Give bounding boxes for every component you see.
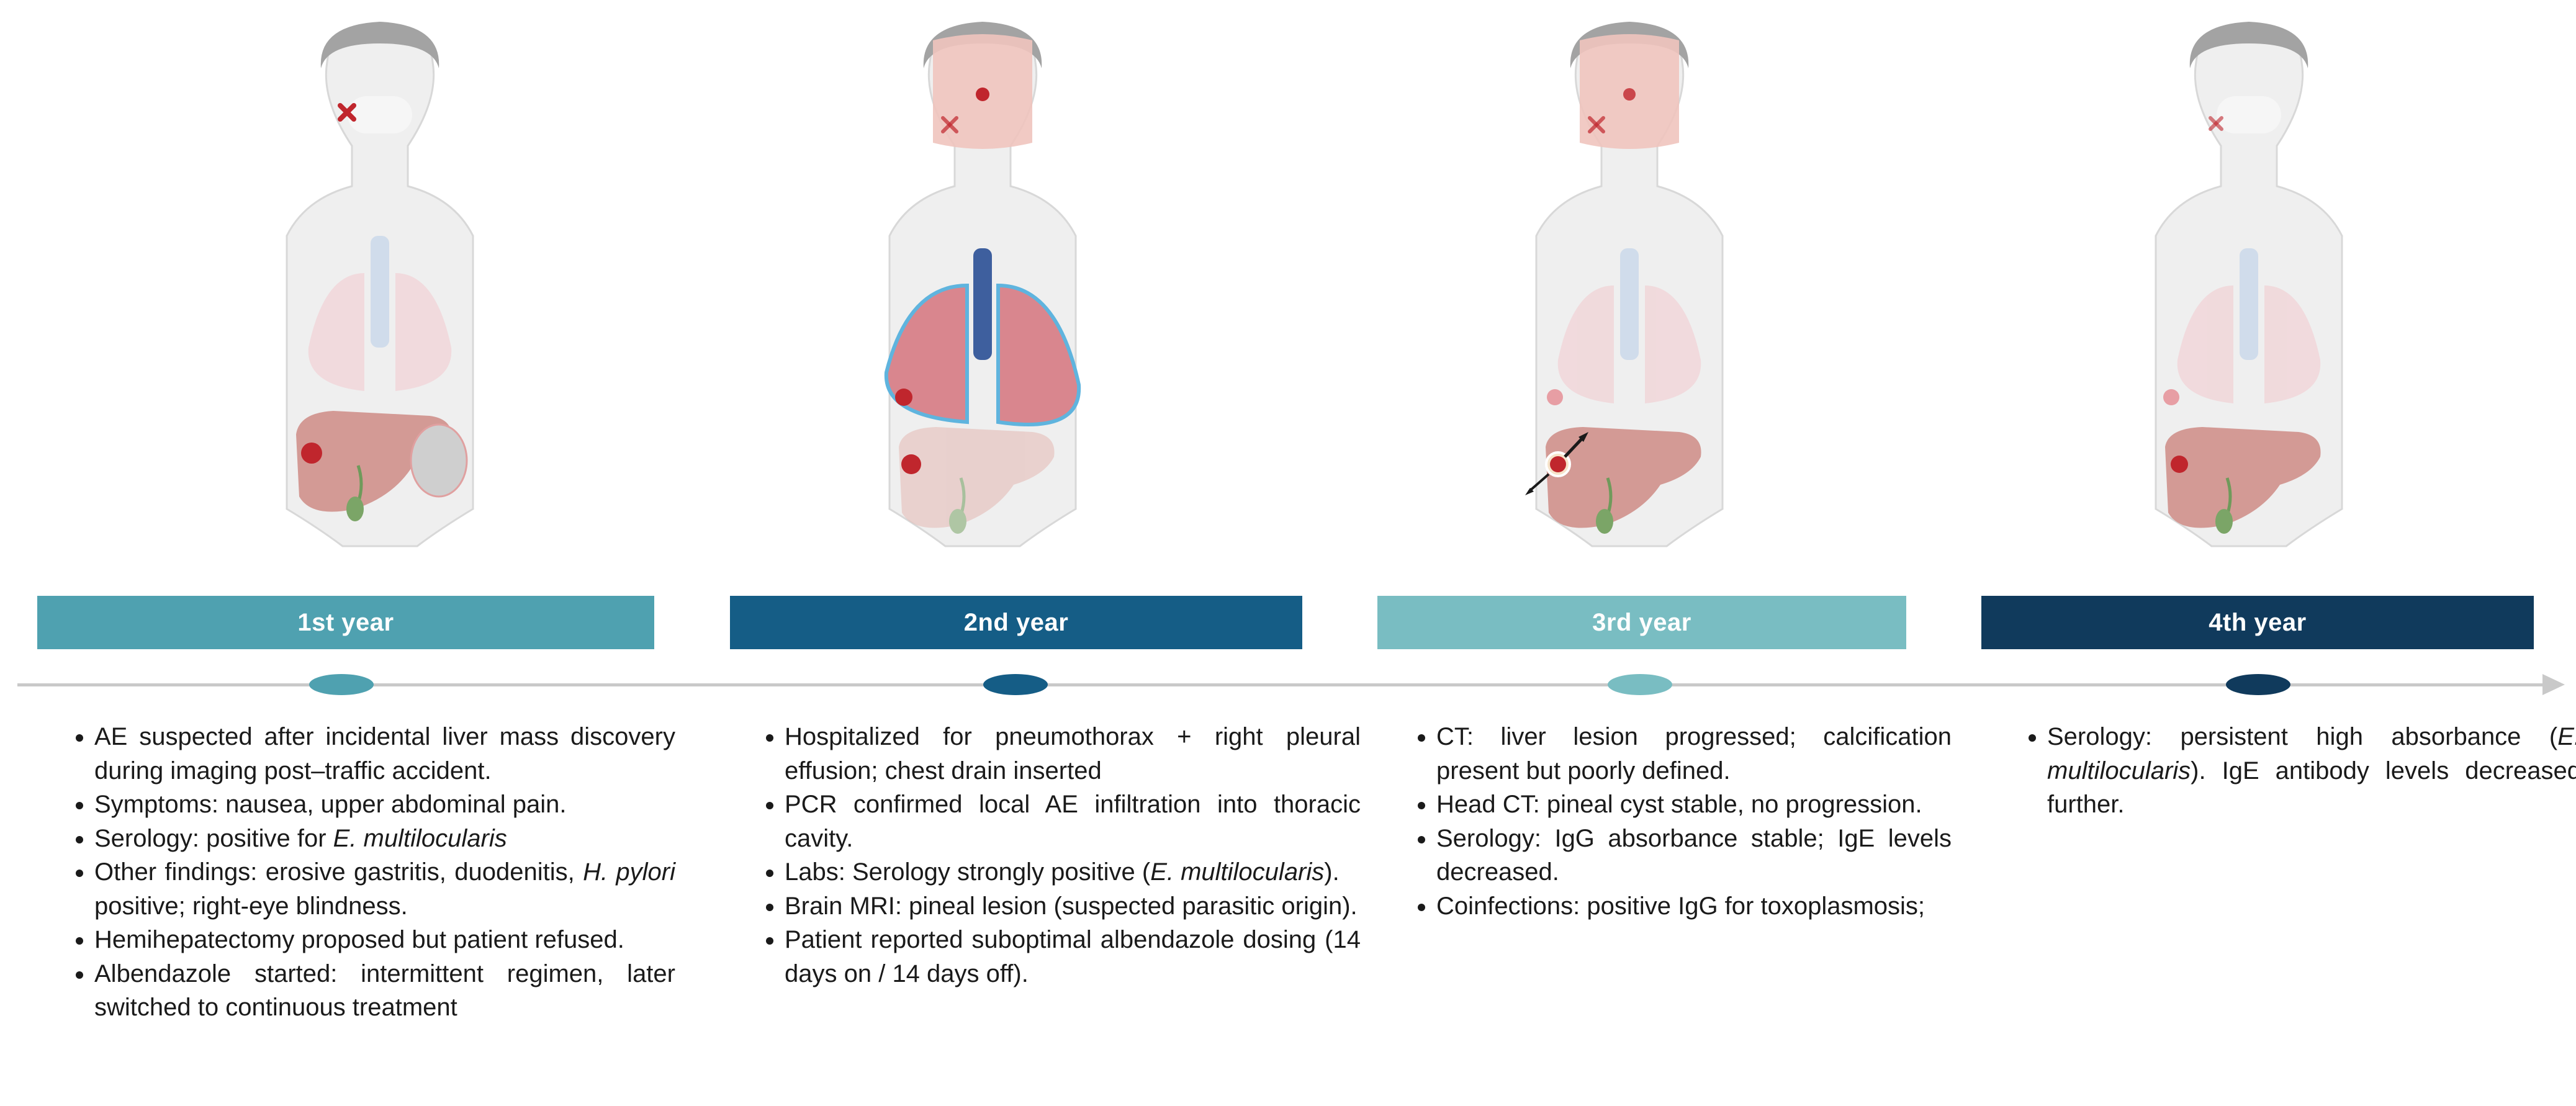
note-item: Serology: IgG absorbance stable; IgE lev…	[1436, 822, 1952, 889]
figure-year-2	[809, 12, 1156, 583]
lungs	[308, 273, 452, 391]
trachea	[973, 248, 992, 360]
note-item: Albendazole started: intermittent regime…	[94, 957, 675, 1025]
note-text: Symptoms: nausea, upper abdominal pain.	[94, 791, 567, 818]
note-text: positive; right-eye blindness.	[94, 892, 408, 920]
year-banner-3: 3rd year	[1377, 596, 1906, 649]
liver	[2165, 427, 2321, 534]
lung-lesion-marker	[1547, 389, 1563, 405]
year-label: 4th year	[2209, 608, 2307, 636]
note-item: Hospitalized for pneumothorax + right pl…	[785, 720, 1361, 788]
note-item: Patient reported suboptimal albendazole …	[785, 923, 1361, 991]
note-item: Coinfections: positive IgG for toxoplasm…	[1436, 889, 1952, 924]
notes-year-4: Serology: persistent high absorbance (E.…	[2015, 720, 2576, 822]
lungs	[2177, 285, 2321, 403]
note-text: Patient reported suboptimal albendazole …	[785, 926, 1361, 987]
liver-lesion-marker	[301, 443, 322, 464]
year-banner-2: 2nd year	[730, 596, 1302, 649]
figure-year-1	[206, 12, 554, 583]
note-item: PCR confirmed local AE infiltration into…	[785, 788, 1361, 855]
note-text: PCR confirmed local AE infiltration into…	[785, 791, 1361, 852]
year-label: 3rd year	[1592, 608, 1691, 636]
note-item: Hemihepatectomy proposed but patient ref…	[94, 923, 675, 957]
trachea	[1620, 248, 1639, 360]
note-text: Head CT: pineal cyst stable, no progress…	[1436, 791, 1922, 818]
note-item: Labs: Serology strongly positive (E. mul…	[785, 855, 1361, 889]
figure-year-4	[2075, 12, 2423, 583]
liver-lesion-marker	[2171, 456, 2188, 473]
note-item: Serology: positive for E. multilocularis	[94, 822, 675, 856]
body-figure	[2155, 22, 2343, 547]
year-banner-1: 1st year	[37, 596, 654, 649]
trachea	[371, 236, 389, 348]
note-text: Brain MRI: pineal lesion (suspected para…	[785, 892, 1358, 920]
note-text: Labs: Serology strongly positive (	[785, 858, 1151, 886]
lung-lesion-marker	[895, 389, 912, 406]
note-text: Coinfections: positive IgG for toxoplasm…	[1436, 892, 1925, 920]
timeline-arrowhead	[2542, 674, 2565, 695]
note-item: CT: liver lesion progressed; calcificati…	[1436, 720, 1952, 788]
year-banner-4: 4th year	[1981, 596, 2534, 649]
note-text: Albendazole started: intermittent regime…	[94, 960, 675, 1022]
year-label: 1st year	[297, 608, 394, 636]
eye-marker	[1588, 116, 1605, 133]
note-text: AE suspected after incidental liver mass…	[94, 723, 675, 785]
note-italic-text: E. multilocularis	[2047, 723, 2576, 785]
note-italic-text: E. multilocularis	[333, 824, 507, 852]
body-figure	[884, 22, 1081, 547]
timeline-marker-2	[983, 674, 1048, 695]
liver	[899, 427, 1055, 534]
timeline-marker-4	[2226, 674, 2290, 695]
note-text: Other findings: erosive gastritis, duode…	[94, 858, 583, 886]
figure-year-3	[1456, 12, 1803, 583]
year-label: 2nd year	[963, 608, 1069, 636]
notes-year-2: Hospitalized for pneumothorax + right pl…	[752, 720, 1361, 991]
note-italic-text: H. pylori	[583, 858, 676, 886]
note-text: ). IgE antibody levels decreased further…	[2047, 757, 2576, 819]
body-figure	[286, 22, 474, 547]
note-item: Other findings: erosive gastritis, duode…	[94, 855, 675, 923]
note-text: CT: liver lesion progressed; calcificati…	[1436, 723, 1952, 785]
brain-lesion-marker	[1623, 88, 1636, 101]
note-item: Brain MRI: pineal lesion (suspected para…	[785, 889, 1361, 924]
liver	[1546, 427, 1701, 534]
note-text: Hemihepatectomy proposed but patient ref…	[94, 926, 624, 953]
note-text: Serology: IgG absorbance stable; IgE lev…	[1436, 824, 1952, 886]
timeline-marker-1	[309, 674, 374, 695]
note-item: Head CT: pineal cyst stable, no progress…	[1436, 788, 1952, 822]
timeline-marker-3	[1608, 674, 1672, 695]
note-item: Serology: persistent high absorbance (E.…	[2047, 720, 2576, 822]
brain-lesion-marker	[976, 88, 989, 101]
liver-lesion-marker	[901, 454, 921, 474]
body-figure	[1525, 22, 1724, 547]
progression-arrows	[1525, 432, 1588, 495]
trachea	[2240, 248, 2258, 360]
note-text: Hospitalized for pneumothorax + right pl…	[785, 723, 1361, 785]
lungs	[884, 283, 1081, 426]
lung-lesion-marker	[2163, 389, 2179, 405]
note-item: AE suspected after incidental liver mass…	[94, 720, 675, 788]
liver	[296, 411, 468, 521]
note-text: ).	[1324, 858, 1340, 886]
note-item: Symptoms: nausea, upper abdominal pain.	[94, 788, 675, 822]
liver-lesion-marker	[1545, 451, 1571, 477]
note-text: Serology: positive for	[94, 824, 333, 852]
eye-marker	[941, 116, 958, 133]
eye-marker	[338, 103, 356, 122]
notes-year-1: AE suspected after incidental liver mass…	[62, 720, 675, 1025]
note-italic-text: E. multilocularis	[1150, 858, 1325, 886]
notes-year-3: CT: liver lesion progressed; calcificati…	[1404, 720, 1952, 923]
note-text: Serology: persistent high absorbance (	[2047, 723, 2558, 750]
lungs	[1557, 285, 1701, 403]
timeline-axis	[17, 683, 2544, 686]
eye-marker	[2209, 116, 2223, 131]
